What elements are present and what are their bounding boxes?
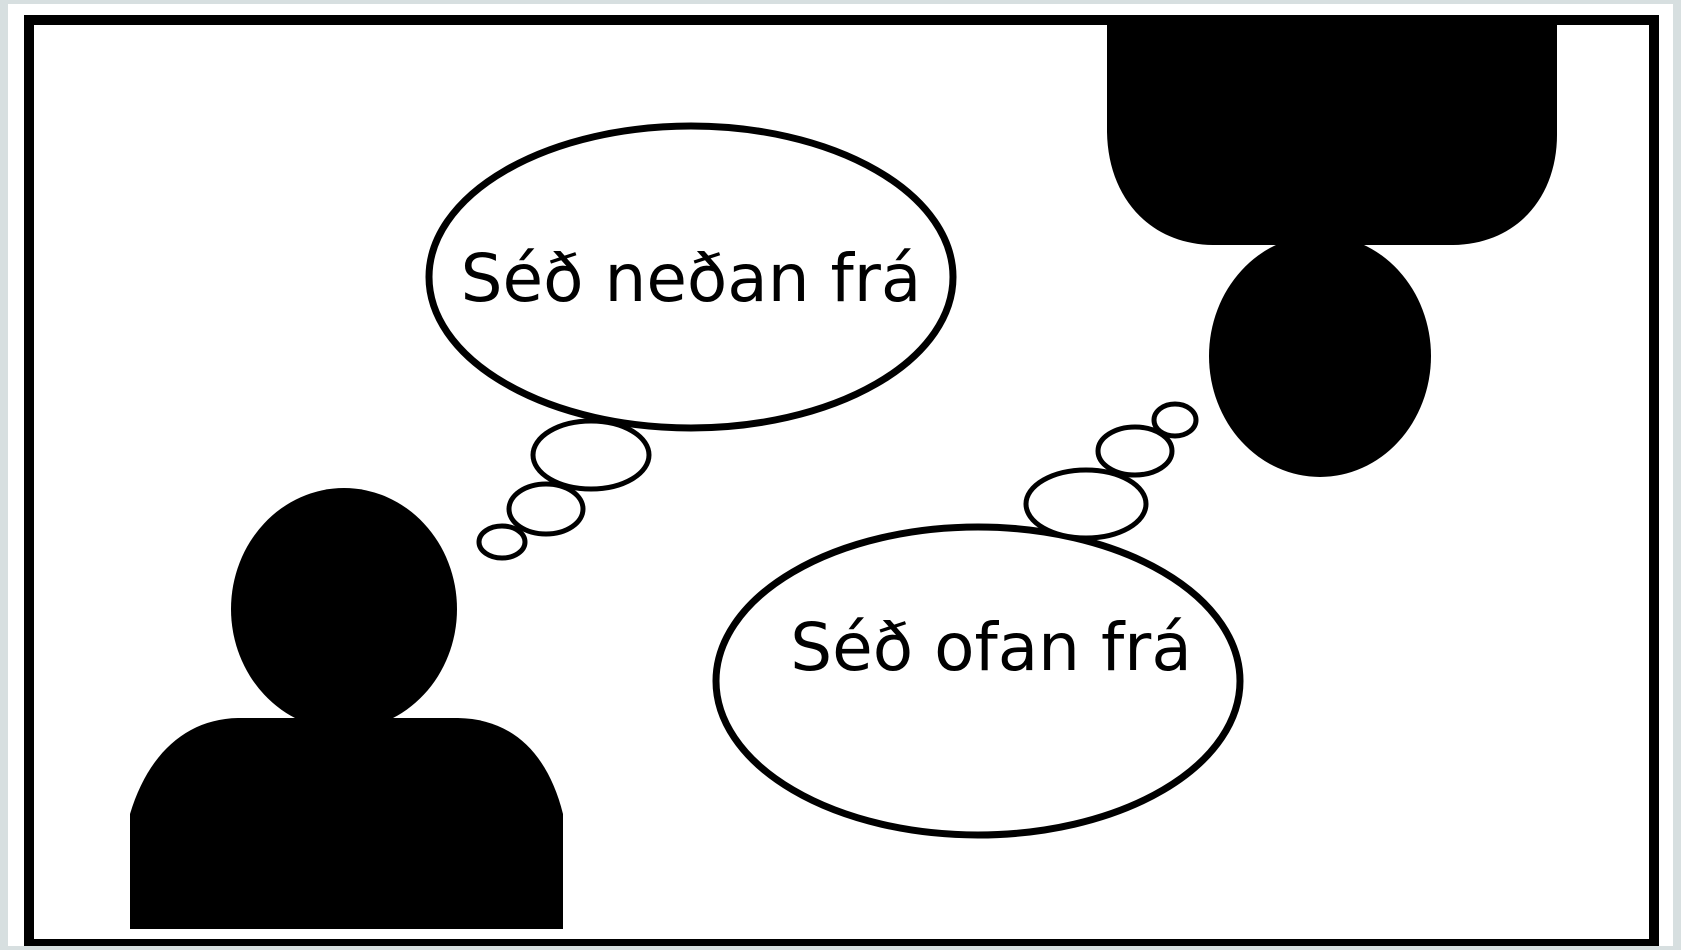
person-top-right-body: [1107, 25, 1558, 245]
thought-bubble-bottom-medium-dot: [1095, 424, 1175, 478]
thought-bubble-top-medium-dot: [506, 481, 586, 537]
diagram-canvas: Séð neðan frá Séð ofan frá: [8, 4, 1673, 946]
person-bottom-left-head: [231, 488, 457, 730]
thought-bubble-bottom-text: Séð ofan frá: [790, 609, 1192, 686]
person-bottom-left-body: [130, 718, 563, 929]
thought-bubble-top: Séð neðan frá: [425, 122, 957, 561]
thought-bubble-bottom-small-dot: [1151, 401, 1199, 439]
person-top-right: [1107, 25, 1558, 477]
perspective-diagram: Séð neðan frá Séð ofan frá: [24, 15, 1659, 946]
thought-bubble-top-large-dot: [530, 418, 652, 492]
thought-bubble-top-text: Séð neðan frá: [461, 240, 922, 317]
thought-bubble-top-main: [425, 122, 957, 432]
thought-bubble-bottom: Séð ofan frá: [712, 401, 1244, 839]
person-bottom-left: [130, 488, 563, 929]
thought-bubble-bottom-main: [712, 523, 1244, 839]
thought-bubble-bottom-large-dot: [1023, 467, 1149, 541]
thought-bubble-top-small-dot: [476, 523, 528, 561]
person-top-right-head: [1209, 235, 1431, 477]
